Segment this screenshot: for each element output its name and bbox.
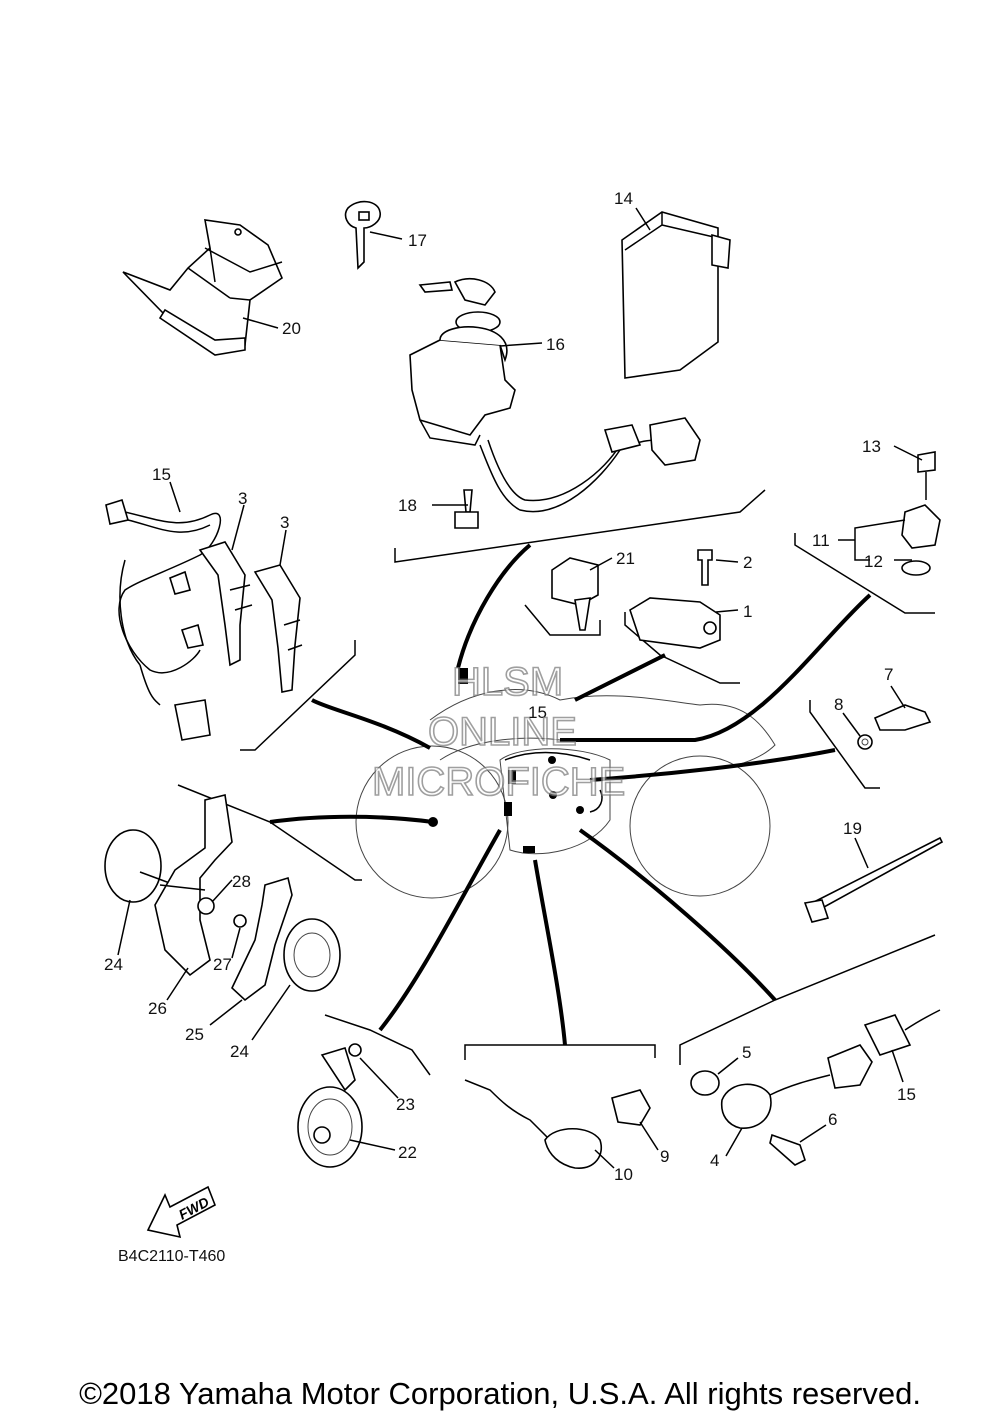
key-17-part [344, 200, 381, 270]
watermark: HLSM ONLINE MICROFICHE [371, 659, 626, 805]
callout-25: 25 [185, 1025, 204, 1044]
callout-15-center: 15 [528, 703, 547, 722]
callout-11: 11 [812, 531, 830, 550]
motorcycle-outline [355, 668, 776, 899]
sensor-7-part [857, 704, 932, 750]
bracket-20-part [122, 219, 283, 356]
callout-28: 28 [232, 872, 251, 891]
callout-16: 16 [546, 335, 565, 354]
callout-9: 9 [660, 1147, 669, 1166]
sensor-10-part [464, 1079, 651, 1169]
cable-tie-19-part [803, 836, 944, 923]
connector-marker [523, 846, 535, 853]
screw-18-part [454, 489, 479, 529]
callout-7: 7 [884, 665, 893, 684]
callout-22: 22 [398, 1143, 417, 1162]
callout-26: 26 [148, 999, 167, 1018]
callout-20: 20 [282, 319, 301, 338]
callout-12: 12 [864, 552, 883, 571]
callout-17: 17 [408, 231, 427, 250]
watermark-line3: MICROFICHE [372, 760, 625, 804]
callout-5: 5 [742, 1043, 751, 1062]
watermark-line2: ONLINE [428, 710, 577, 754]
relay-21-part [551, 557, 599, 631]
fwd-arrow: FWD [146, 1185, 217, 1239]
callout-labels: 17 20 16 14 18 2 1 21 13 11 12 15 3 3 15… [104, 189, 916, 1184]
ecu-14-part [621, 211, 731, 379]
connector-marker [508, 770, 516, 784]
sensor-11-part [901, 451, 941, 576]
horn-22-part [297, 1043, 363, 1168]
callout-27: 27 [213, 955, 232, 974]
callout-19: 19 [843, 819, 862, 838]
callout-21: 21 [616, 549, 635, 568]
callout-10: 10 [614, 1165, 633, 1184]
harness-15-coils-3-part [105, 498, 303, 741]
callout-8: 8 [834, 695, 843, 714]
callout-13: 13 [862, 437, 881, 456]
callout-3-right: 3 [280, 513, 289, 532]
callout-24-right: 24 [230, 1042, 249, 1061]
callout-23: 23 [396, 1095, 415, 1114]
main-switch-16-part [409, 278, 701, 513]
callout-4: 4 [710, 1151, 719, 1170]
connector-marker [458, 668, 468, 684]
callout-24-left: 24 [104, 955, 123, 974]
copyright-notice: ©2018 Yamaha Motor Corporation, U.S.A. A… [79, 1376, 921, 1411]
horn-bracket-group-part [104, 794, 341, 1002]
sensor-1-part [629, 549, 721, 649]
callout-15-lower: 15 [897, 1085, 916, 1104]
callout-1: 1 [743, 602, 752, 621]
callout-3-left: 3 [238, 489, 247, 508]
callout-6: 6 [828, 1110, 837, 1129]
callout-14: 14 [614, 189, 633, 208]
diagram-code: B4C2110-T460 [118, 1248, 225, 1265]
group-leader-lines [269, 543, 872, 1046]
group-brackets [177, 489, 936, 1076]
speed-sensor-4-part [690, 1009, 941, 1166]
callout-15-harness: 15 [152, 465, 171, 484]
connector-marker [504, 802, 512, 816]
callout-2: 2 [743, 553, 752, 572]
callout-leaders [117, 207, 923, 1169]
callout-18: 18 [398, 496, 417, 515]
watermark-line1: HLSM [452, 660, 563, 704]
